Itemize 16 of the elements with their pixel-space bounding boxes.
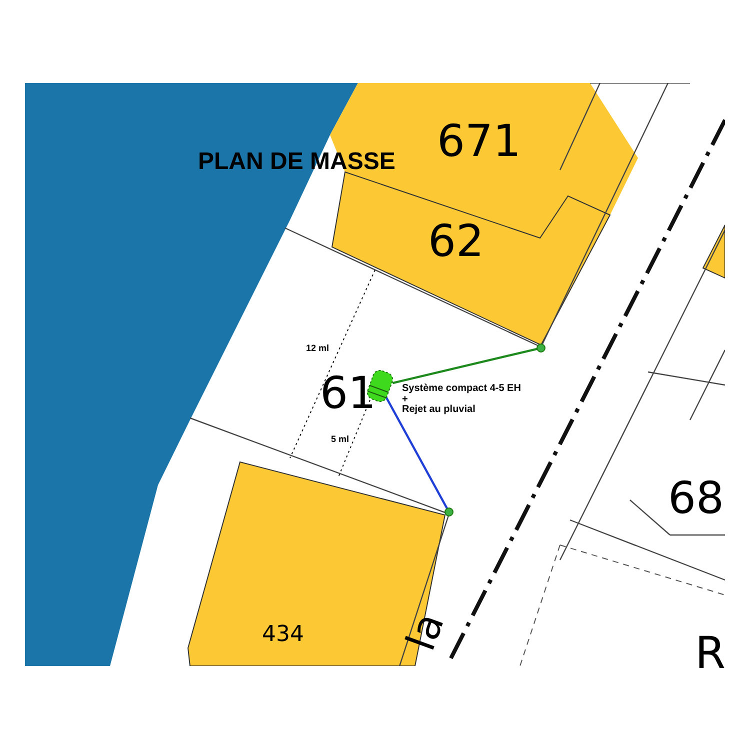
connection-point — [536, 344, 546, 352]
street-name: la — [400, 608, 451, 656]
dimension-label: 12 ml — [306, 344, 330, 353]
parcel-number: 62 — [428, 220, 484, 264]
parcel-number: 61 — [320, 372, 376, 416]
pipe-line — [385, 396, 448, 510]
connection-point — [444, 508, 454, 516]
parcel-number: 434 — [262, 624, 304, 646]
annotation-text: Système compact 4-5 EH — [402, 384, 521, 394]
street-name: R — [695, 632, 726, 676]
annotation-text: Rejet au pluvial — [402, 405, 476, 415]
annotation-text: + — [402, 395, 408, 405]
pipe-line — [392, 348, 538, 384]
dimension-label: 5 ml — [331, 435, 350, 444]
parcel-number: 68 — [668, 477, 724, 521]
parcel-number: 671 — [437, 120, 521, 164]
